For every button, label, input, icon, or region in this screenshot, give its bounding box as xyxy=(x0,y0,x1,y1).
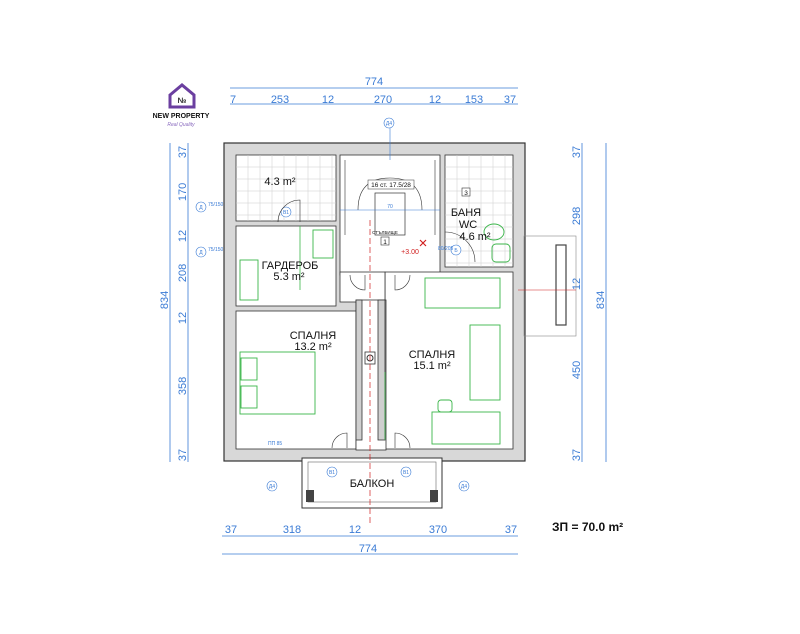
built-area: ЗП = 70.0 m² xyxy=(552,520,623,534)
logo-name: NEW PROPERTY xyxy=(153,113,210,120)
doors xyxy=(277,199,476,449)
svg-text:Б: Б xyxy=(454,248,458,254)
svg-text:13.2 m²: 13.2 m² xyxy=(294,341,332,353)
bedroom-right xyxy=(384,271,514,450)
svg-text:15.1 m²: 15.1 m² xyxy=(413,360,451,372)
svg-text:БАЛКОН: БАЛКОН xyxy=(350,478,395,490)
svg-text:12: 12 xyxy=(429,94,441,106)
right-dimensions: 834 37 298 12 450 37 xyxy=(571,143,607,462)
svg-text:Д: Д xyxy=(199,205,203,211)
svg-text:253: 253 xyxy=(271,94,289,106)
svg-text:37: 37 xyxy=(505,524,517,536)
left-dimensions: 834 37 170 12 208 12 358 37 xyxy=(159,143,189,462)
svg-text:450: 450 xyxy=(571,361,583,379)
svg-text:Д4: Д4 xyxy=(461,484,467,490)
svg-text:318: 318 xyxy=(283,524,301,536)
svg-text:5.3 m²: 5.3 m² xyxy=(273,271,305,283)
svg-text:В1: В1 xyxy=(283,210,289,216)
level-marker-icon xyxy=(419,239,427,247)
rooms xyxy=(235,154,514,451)
bottom-dimensions: 37 318 12 370 37 774 xyxy=(222,524,518,555)
svg-text:1: 1 xyxy=(383,239,387,246)
svg-text:ПП 85: ПП 85 xyxy=(268,441,282,447)
level-mark: +3.00 xyxy=(401,249,419,256)
furniture xyxy=(239,223,511,445)
svg-text:Д4: Д4 xyxy=(269,484,275,490)
svg-text:7: 7 xyxy=(230,94,236,106)
room-labels: 4.3 m² ГАРДЕРОБ 5.3 m² СПАЛНЯ 13.2 m² СП… xyxy=(262,176,491,490)
svg-text:298: 298 xyxy=(571,207,583,225)
tags: Д4 Д 75/150 Д 75/150 В1 Б 80/205 Д4 Д4 В… xyxy=(195,117,471,492)
house-icon xyxy=(168,83,196,109)
svg-text:В1: В1 xyxy=(403,470,409,476)
svg-text:270: 270 xyxy=(374,94,392,106)
closet-area: 4.3 m² xyxy=(264,176,296,188)
svg-text:4.6 m²: 4.6 m² xyxy=(459,231,491,243)
svg-text:№: № xyxy=(178,96,187,105)
svg-text:834: 834 xyxy=(595,291,607,309)
svg-text:37: 37 xyxy=(571,146,583,158)
logo: № NEW PROPERTY Real Quality xyxy=(153,83,210,128)
staircase: 16 ст. 17.5/28 70 СТЪЛБИЩЕ 1 +3.00 xyxy=(340,118,440,256)
svg-text:12: 12 xyxy=(177,230,189,242)
svg-text:208: 208 xyxy=(177,264,189,282)
svg-text:Д4: Д4 xyxy=(386,121,392,127)
top-dimensions: 774 7 253 12 270 12 153 37 xyxy=(230,76,518,106)
svg-text:В1: В1 xyxy=(329,470,335,476)
svg-text:358: 358 xyxy=(177,377,189,395)
svg-text:37: 37 xyxy=(177,449,189,461)
svg-text:СПАЛНЯ: СПАЛНЯ xyxy=(290,330,337,342)
svg-text:12: 12 xyxy=(177,312,189,324)
svg-text:3: 3 xyxy=(464,190,468,197)
svg-text:170: 170 xyxy=(177,183,189,201)
svg-text:37: 37 xyxy=(225,524,237,536)
svg-text:Д: Д xyxy=(199,250,203,256)
svg-text:37: 37 xyxy=(177,146,189,158)
wardrobe-room xyxy=(235,225,337,307)
svg-text:ГАРДЕРОБ: ГАРДЕРОБ xyxy=(262,260,319,272)
svg-text:СПАЛНЯ: СПАЛНЯ xyxy=(409,349,456,361)
svg-text:834: 834 xyxy=(159,291,171,309)
logo-tagline: Real Quality xyxy=(167,122,195,128)
svg-text:70: 70 xyxy=(387,204,393,210)
svg-text:774: 774 xyxy=(359,543,377,555)
svg-text:12: 12 xyxy=(322,94,334,106)
svg-text:80/205: 80/205 xyxy=(438,246,454,252)
svg-text:153: 153 xyxy=(465,94,483,106)
svg-text:75/150: 75/150 xyxy=(208,202,224,208)
svg-text:СТЪЛБИЩЕ: СТЪЛБИЩЕ xyxy=(372,230,398,235)
dim-top-total: 774 xyxy=(365,76,383,88)
svg-text:37: 37 xyxy=(571,449,583,461)
svg-text:12: 12 xyxy=(349,524,361,536)
svg-text:75/150: 75/150 xyxy=(208,247,224,253)
svg-text:370: 370 xyxy=(429,524,447,536)
svg-text:37: 37 xyxy=(504,94,516,106)
stair-label: 16 ст. 17.5/28 xyxy=(371,182,411,189)
svg-text:12: 12 xyxy=(571,278,583,290)
svg-text:БАНЯ: БАНЯ xyxy=(451,207,481,219)
svg-text:WC: WC xyxy=(459,219,477,231)
